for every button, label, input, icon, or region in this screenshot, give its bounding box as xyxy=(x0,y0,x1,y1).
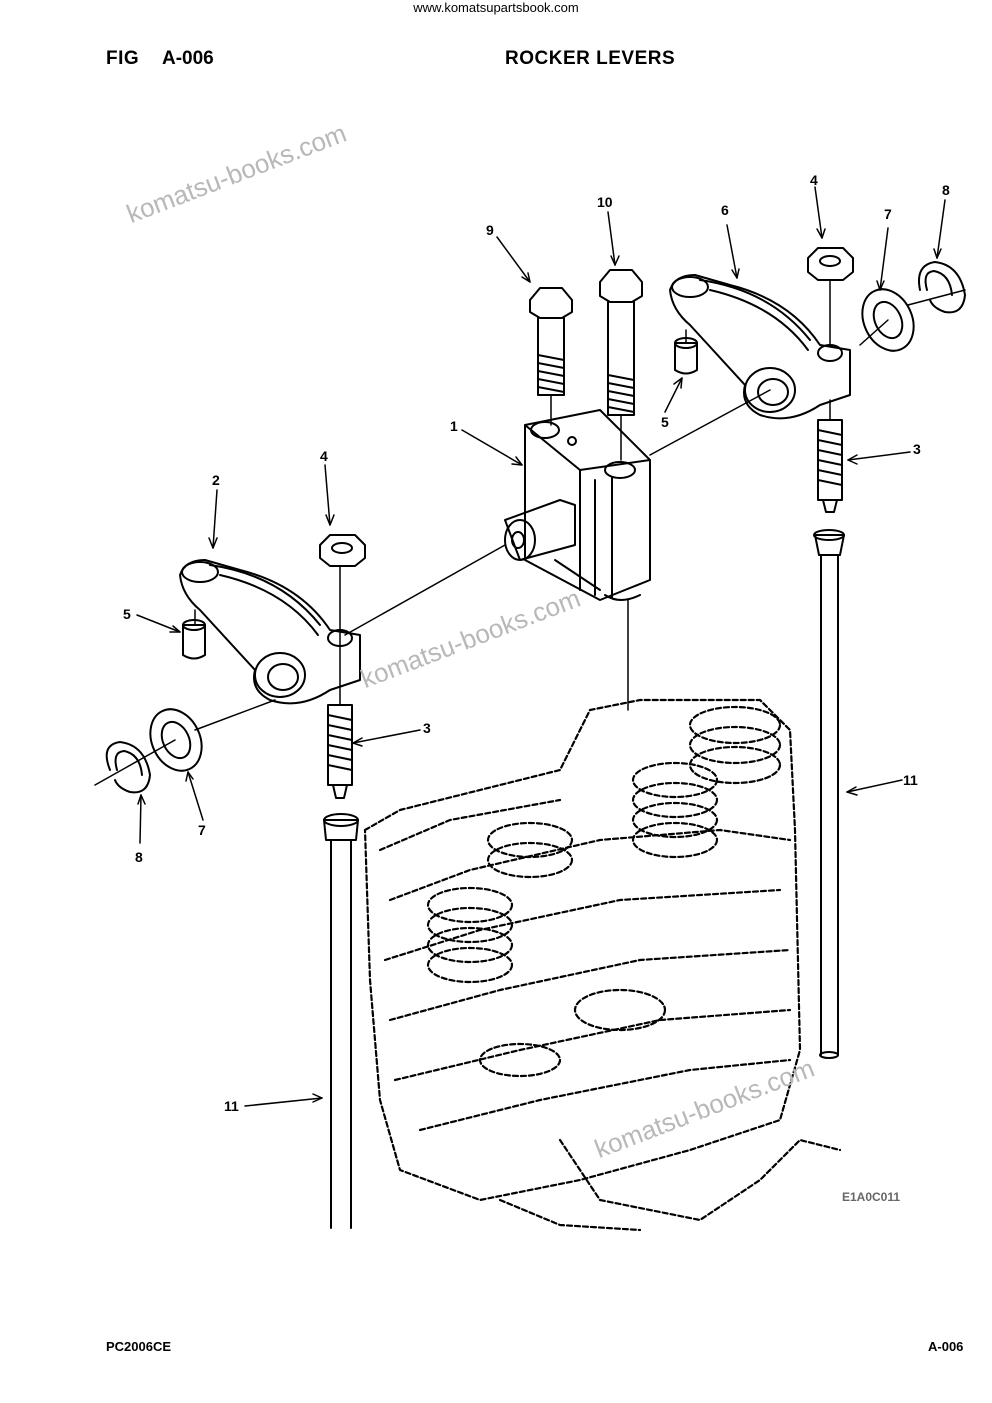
callout-11: 11 xyxy=(903,772,918,788)
source-url: www.komatsupartsbook.com xyxy=(413,0,579,15)
snap-ring-right xyxy=(918,261,966,314)
bolt-9 xyxy=(529,287,573,396)
footer-model: PC2006CE xyxy=(106,1339,172,1354)
push-rod-left xyxy=(323,813,359,1229)
callout-6: 6 xyxy=(721,202,729,218)
callout-8: 8 xyxy=(942,182,950,198)
callout-5: 5 xyxy=(661,414,669,430)
callout-9: 9 xyxy=(486,222,494,238)
callout-3: 3 xyxy=(913,441,921,457)
washer-right xyxy=(861,288,915,352)
figure-code: A-006 xyxy=(162,48,214,69)
nut-right xyxy=(807,247,854,281)
assembly-lines xyxy=(94,279,966,786)
adjusting-screw-right xyxy=(817,419,843,513)
callout-11: 11 xyxy=(224,1098,239,1114)
callout-7: 7 xyxy=(198,822,206,838)
drawing-code: E1A0C011 xyxy=(842,1190,901,1204)
footer-page: A-006 xyxy=(928,1339,964,1354)
callout-5: 5 xyxy=(123,606,131,622)
callout-3: 3 xyxy=(423,720,431,736)
engine-block-illustration xyxy=(363,698,842,1232)
cap-left xyxy=(182,619,206,660)
callout-7: 7 xyxy=(884,206,892,222)
nut-left xyxy=(319,534,366,567)
callout-1: 1 xyxy=(450,418,458,434)
rocker-lever-left xyxy=(179,559,361,705)
snap-ring-left xyxy=(105,741,151,794)
washer-left xyxy=(149,708,203,772)
bolt-10 xyxy=(599,269,643,416)
push-rod-right xyxy=(813,529,845,1059)
figure-title: ROCKER LEVERS xyxy=(505,48,676,69)
rocker-shaft-support xyxy=(504,409,651,601)
leader-arrows xyxy=(136,186,946,1107)
callout-2: 2 xyxy=(212,472,220,488)
adjusting-screw-left xyxy=(327,704,353,799)
callout-10: 10 xyxy=(597,194,613,210)
callout-8: 8 xyxy=(135,849,143,865)
figure-label: FIG xyxy=(106,48,140,69)
rocker-lever-right xyxy=(669,274,851,420)
callout-4: 4 xyxy=(810,172,818,188)
callout-4: 4 xyxy=(320,448,328,464)
